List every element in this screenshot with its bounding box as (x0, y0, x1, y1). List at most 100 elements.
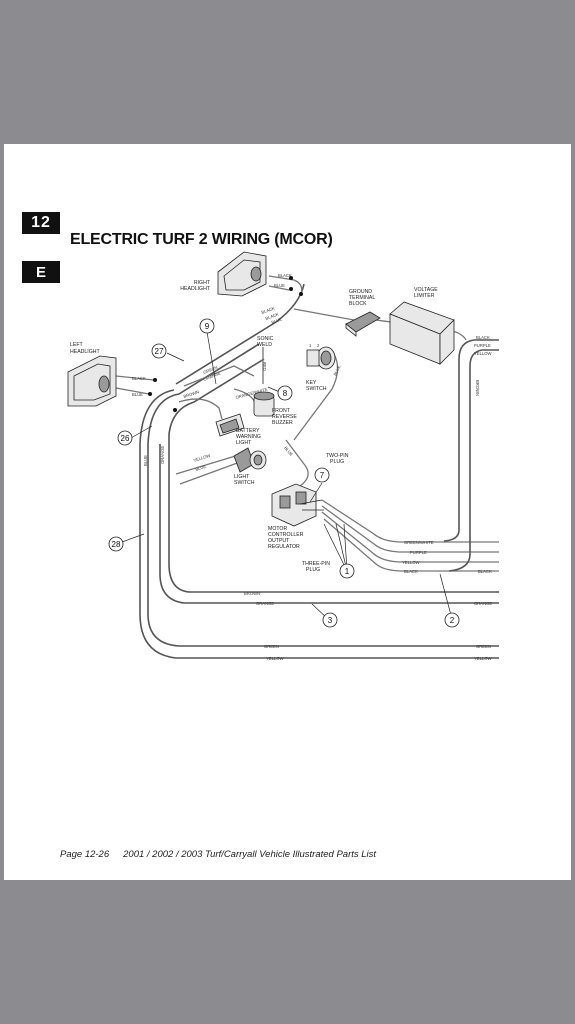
svg-text:PLUG: PLUG (306, 567, 320, 573)
wire-green-orange (183, 365, 255, 387)
label-two-pin-plug: TWO-PIN PLUG (326, 453, 349, 465)
svg-text:TWO-PIN: TWO-PIN (326, 453, 349, 459)
footer-document-title: 2001 / 2002 / 2003 Turf/Carryall Vehicle… (123, 849, 377, 860)
svg-text:LIGHT: LIGHT (236, 440, 252, 446)
callout-8: 8 (277, 385, 293, 401)
wire-label-orange-bottom: ORANGE (256, 601, 274, 606)
svg-text:KEY: KEY (306, 380, 317, 386)
battery-warning-light (215, 413, 245, 437)
wire-blue-headlight (268, 285, 290, 291)
wire-label-brown-bottom: BROWN (244, 591, 260, 596)
svg-text:26: 26 (121, 434, 130, 443)
wire-label-yellow-bottom: YELLOW (266, 656, 284, 661)
wiring-diagram: 9 27 26 8 7 28 1 3 2 RIGHT HEADLIGHT LEF… (67, 251, 499, 661)
svg-text:PLUG: PLUG (330, 459, 344, 465)
wire-brown-warn (178, 398, 223, 420)
svg-text:7: 7 (320, 471, 325, 480)
svg-text:TERMINAL: TERMINAL (349, 295, 375, 301)
wire-label-orange: ORANGE (203, 370, 222, 382)
svg-text:REGULATOR: REGULATOR (268, 544, 300, 550)
wire-black-headlight (268, 275, 303, 295)
wire-label-orange-vert: ORANGE (160, 446, 165, 464)
voltage-limiter (389, 301, 455, 365)
label-front-reverse-buzzer: FRONT REVERSE BUZZER (272, 408, 297, 426)
wire-label-purple-mid: PURPLE (410, 550, 427, 555)
wire-label-blue-upper: BLUE (271, 316, 283, 325)
svg-text:LIGHT: LIGHT (234, 474, 250, 480)
svg-text:MOTOR: MOTOR (268, 526, 287, 532)
svg-text:8: 8 (283, 389, 288, 398)
svg-text:28: 28 (112, 540, 121, 549)
wire-label-brown-right-vert: BROWN (475, 380, 480, 396)
light-switch (233, 447, 267, 473)
label-battery-warning-light: BATTERY WARNING LIGHT (236, 428, 261, 446)
harness-right-loop (443, 339, 499, 542)
callout-26: 26 (117, 430, 133, 446)
harness-orange (159, 444, 499, 604)
label-left-headlight: LEFT HEADLIGHT (70, 342, 101, 355)
svg-text:1: 1 (345, 567, 350, 576)
wire-label-purple-right: PURPLE (474, 343, 491, 348)
front-reverse-buzzer (253, 391, 275, 417)
wire-label-black-right: BLACK (476, 335, 490, 340)
label-light-switch: LIGHT SWITCH (234, 474, 255, 486)
label-key-switch: KEY SWITCH (306, 380, 327, 392)
wire-label-black-lh: BLACK (132, 376, 146, 381)
wire-label-blue-rh: BLUE (274, 283, 285, 288)
wire-label-orange-right-low: ORANGE (474, 601, 492, 606)
callout-3: 3 (322, 612, 338, 628)
wire-label-blue-lh: BLUE (132, 392, 143, 397)
wire-ground (293, 308, 355, 321)
harness-green-yellow-2 (139, 389, 499, 659)
wire-label-blue-light: BLUE (283, 445, 294, 457)
callout-28: 28 (108, 536, 124, 552)
svg-text:CONTROLLER: CONTROLLER (268, 532, 304, 538)
callout-1: 1 (339, 563, 355, 579)
wire-label-blue-key: BLUE (332, 364, 341, 376)
callout-27: 27 (151, 343, 167, 359)
svg-text:THREE-PIN: THREE-PIN (302, 561, 330, 567)
svg-text:BATTERY: BATTERY (236, 428, 260, 434)
key-switch (306, 346, 336, 370)
svg-text:REVERSE: REVERSE (272, 414, 297, 420)
ground-terminal-block (345, 311, 381, 337)
svg-text:3: 3 (328, 616, 333, 625)
wire-label-black-rh: BLACK (278, 273, 292, 278)
wire-label-yellow: YELLOW (193, 453, 211, 463)
wire-label-black-right-low: BLACK (478, 569, 492, 574)
wire-label-blue-ls: BLUE (195, 464, 207, 472)
wire-label-green-white: GREEN/WHITE (404, 540, 434, 545)
harness-upper (175, 283, 305, 385)
svg-text:SONIC: SONIC (257, 336, 274, 342)
wire-label-green-right-low: GREEN (476, 644, 491, 649)
svg-text:9: 9 (205, 322, 210, 331)
svg-text:WELD: WELD (257, 342, 272, 348)
manual-page: 12 E ELECTRIC TURF 2 WIRING (MCOR) (4, 144, 571, 880)
footer-page-number: Page 12-26 (60, 849, 110, 860)
wire-label-yellow-mid: YELLOW (402, 560, 420, 565)
callout-9: 9 (199, 318, 215, 334)
harness-green-white (321, 499, 499, 543)
chapter-number-badge: 12 (22, 212, 60, 234)
svg-text:FRONT: FRONT (272, 408, 291, 414)
callout-2: 2 (444, 612, 460, 628)
wire-blue-light (285, 439, 309, 487)
harness-brown (168, 358, 499, 593)
section-letter-badge: E (22, 261, 60, 283)
wire-label-black-upper-2: BLACK (265, 311, 280, 320)
harness-right-loop-2 (448, 349, 499, 572)
wire-yellow-blue-light (175, 453, 243, 475)
harness-purple (321, 505, 499, 553)
svg-text:LEFT: LEFT (70, 342, 84, 348)
key-terminal-2: 2 (317, 343, 320, 348)
wire-blue-key (293, 353, 339, 441)
right-headlight (217, 251, 267, 297)
wire-left-black (115, 375, 155, 381)
svg-text:2: 2 (450, 616, 455, 625)
svg-text:SWITCH: SWITCH (234, 480, 255, 486)
svg-text:BUZZER: BUZZER (272, 420, 293, 426)
page-title: ELECTRIC TURF 2 WIRING (MCOR) (70, 231, 333, 248)
svg-text:RIGHT: RIGHT (194, 280, 211, 286)
callout-7: 7 (314, 467, 330, 483)
label-sonic-weld: SONIC WELD (257, 336, 274, 348)
